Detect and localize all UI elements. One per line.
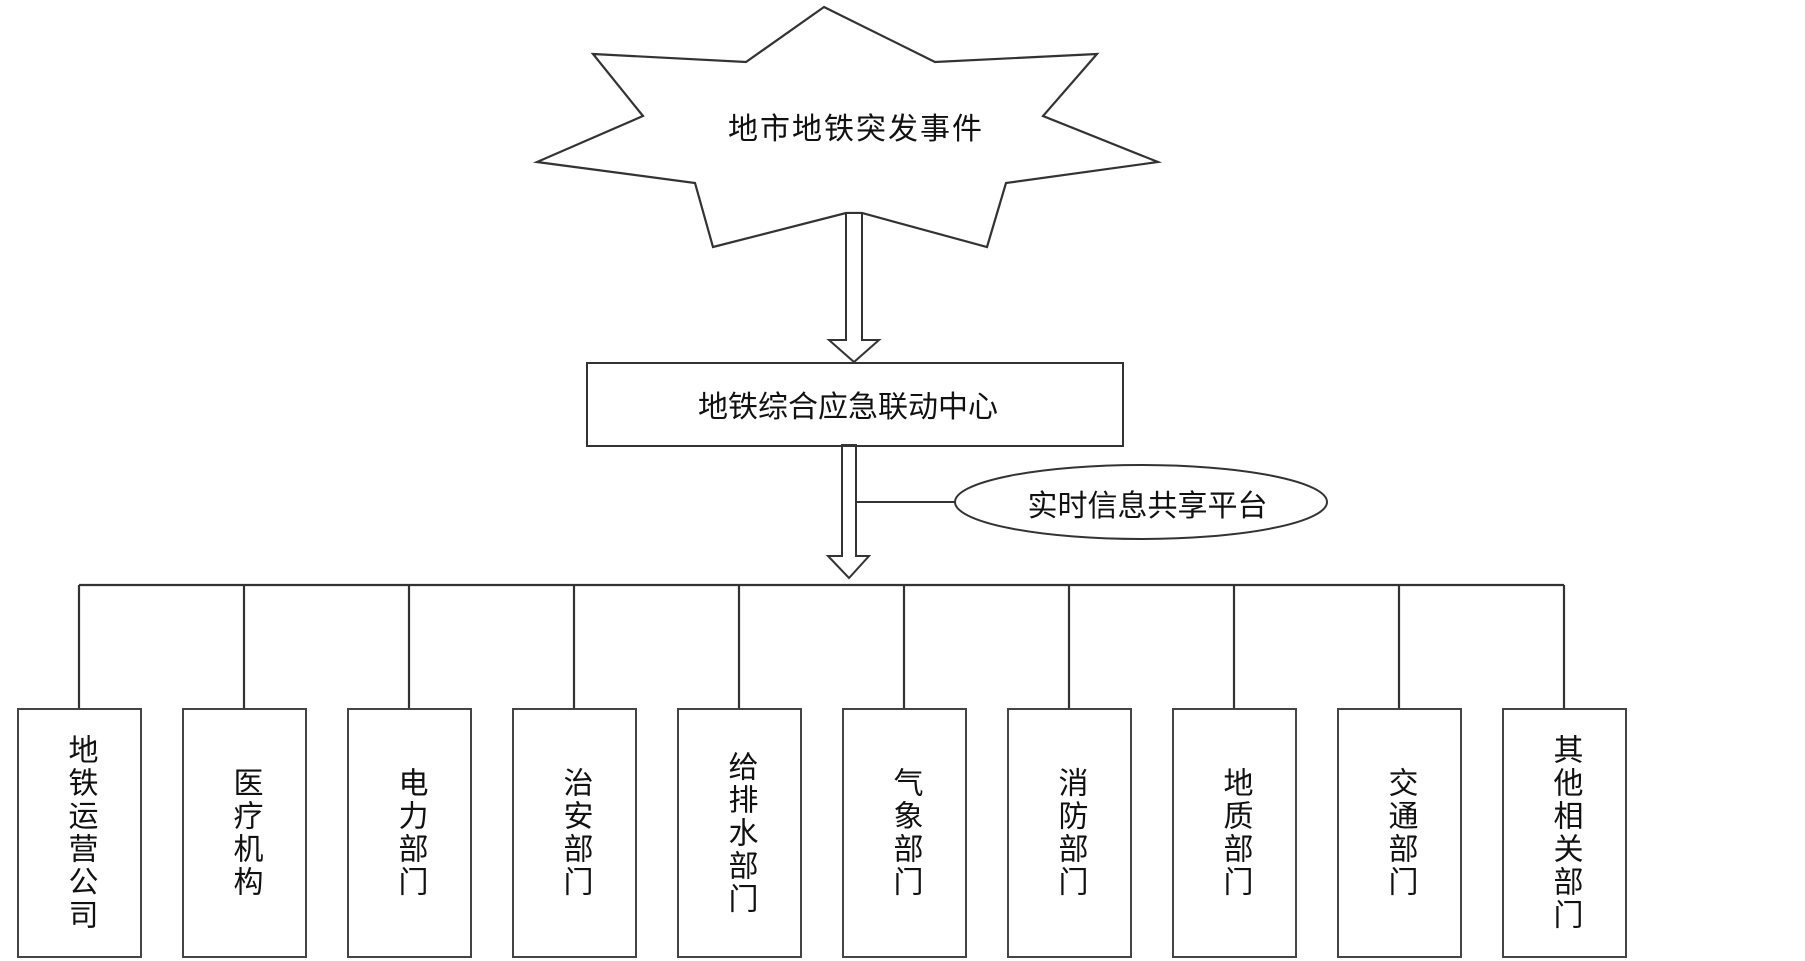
event-label: 地市地铁突发事件	[728, 112, 984, 147]
department-label: 给排水部门	[722, 750, 758, 916]
department-label: 交通部门	[1382, 767, 1418, 899]
department-label: 地铁运营公司	[62, 734, 98, 932]
center-box	[586, 362, 1124, 447]
department-box: 地铁运营公司	[17, 708, 142, 958]
department-box: 消防部门	[1007, 708, 1132, 958]
arrow-event-to-center	[826, 212, 882, 364]
department-box: 地质部门	[1172, 708, 1297, 958]
department-label: 治安部门	[557, 767, 593, 899]
platform-label: 实时信息共享平台	[1027, 488, 1268, 524]
department-box: 交通部门	[1337, 708, 1462, 958]
department-label: 其他相关部门	[1547, 734, 1583, 932]
department-box: 治安部门	[512, 708, 637, 958]
department-box: 其他相关部门	[1502, 708, 1627, 958]
platform-ellipse	[954, 464, 1328, 540]
department-label: 电力部门	[392, 767, 428, 899]
department-label: 气象部门	[887, 767, 923, 899]
department-drop-lines	[77, 585, 1566, 709]
department-box: 电力部门	[347, 708, 472, 958]
department-box: 给排水部门	[677, 708, 802, 958]
arrow-center-to-departments	[825, 444, 872, 580]
department-box: 气象部门	[842, 708, 967, 958]
department-label: 医疗机构	[227, 767, 263, 899]
center-label: 地铁综合应急联动中心	[698, 389, 998, 425]
department-label: 地质部门	[1217, 767, 1253, 899]
department-box: 医疗机构	[182, 708, 307, 958]
department-label: 消防部门	[1052, 767, 1088, 899]
